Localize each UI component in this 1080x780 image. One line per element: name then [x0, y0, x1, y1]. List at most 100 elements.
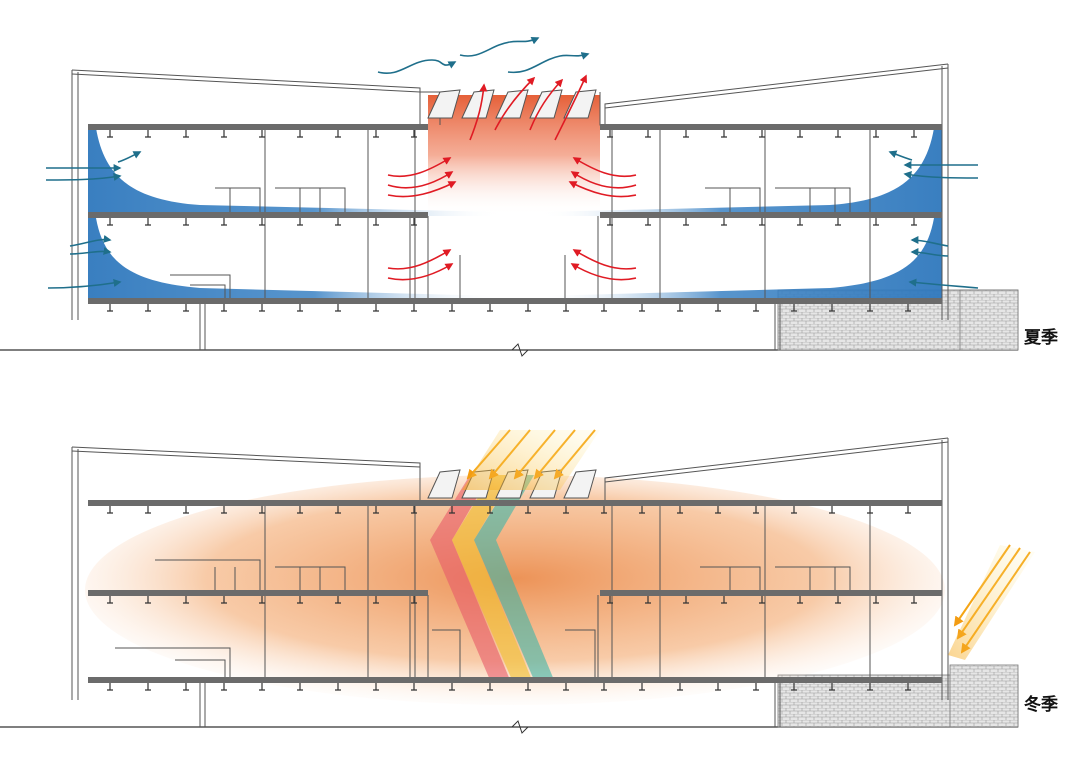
- beam-tick: [867, 683, 873, 691]
- beam-tick: [335, 218, 341, 226]
- beam-tick: [607, 130, 613, 138]
- beam-tick: [183, 596, 189, 604]
- beam-tick: [797, 130, 803, 138]
- beam-tick: [221, 506, 227, 514]
- beam-tick: [221, 596, 227, 604]
- refracted-light-band: [430, 475, 554, 680]
- beam-tick: [297, 506, 303, 514]
- beam-tick: [645, 130, 651, 138]
- beam-tick: [487, 304, 493, 312]
- beam-tick: [601, 683, 607, 691]
- beam-tick: [259, 304, 265, 312]
- beam-tick: [759, 596, 765, 604]
- beam-tick: [867, 304, 873, 312]
- cool-air-lower-left: [88, 218, 500, 301]
- beam-tick: [297, 304, 303, 312]
- beam-tick: [873, 218, 879, 226]
- beam-tick: [411, 130, 417, 138]
- beam-tick: [259, 506, 265, 514]
- beam-tick: [715, 683, 721, 691]
- beam-tick: [639, 683, 645, 691]
- beam-tick: [911, 596, 917, 604]
- beam-tick: [715, 304, 721, 312]
- beam-tick: [791, 304, 797, 312]
- beam-tick: [873, 596, 879, 604]
- break-symbol: [511, 720, 529, 734]
- beam-tick: [835, 130, 841, 138]
- cool-air-upper-left: [88, 128, 500, 216]
- beam-tick: [145, 683, 151, 691]
- break-symbol: [511, 343, 529, 357]
- beam-tick: [753, 683, 759, 691]
- beam-tick: [259, 683, 265, 691]
- beam-tick: [335, 596, 341, 604]
- beam-tick: [145, 218, 151, 226]
- cool-air-lower-right: [540, 218, 942, 301]
- beam-tick: [107, 130, 113, 138]
- beam-tick: [715, 506, 721, 514]
- beam-tick: [221, 683, 227, 691]
- beam-tick: [607, 218, 613, 226]
- beam-tick: [183, 506, 189, 514]
- beam-tick: [297, 683, 303, 691]
- beam-tick: [873, 130, 879, 138]
- beam-tick: [905, 304, 911, 312]
- beam-tick: [683, 218, 689, 226]
- beam-tick: [797, 218, 803, 226]
- beam-tick: [183, 130, 189, 138]
- beam-tick: [373, 218, 379, 226]
- beam-tick: [183, 683, 189, 691]
- sun-glow-side: [948, 545, 1035, 660]
- beam-tick: [563, 304, 569, 312]
- beam-tick: [829, 683, 835, 691]
- beam-tick: [677, 506, 683, 514]
- summer-label: 夏季: [1024, 327, 1058, 348]
- beam-tick: [373, 506, 379, 514]
- beam-tick: [145, 506, 151, 514]
- beam-tick: [911, 218, 917, 226]
- beam-tick: [259, 596, 265, 604]
- beam-tick: [607, 596, 613, 604]
- beam-tick: [335, 683, 341, 691]
- beam-tick: [411, 304, 417, 312]
- beam-tick: [867, 506, 873, 514]
- winter-section: 冬季: [0, 429, 1058, 734]
- beam-tick: [183, 304, 189, 312]
- beam-tick: [639, 304, 645, 312]
- beam-tick: [753, 304, 759, 312]
- beam-tick: [905, 506, 911, 514]
- beam-tick: [107, 683, 113, 691]
- beam-tick: [829, 506, 835, 514]
- beam-tick: [373, 304, 379, 312]
- beam-tick: [639, 506, 645, 514]
- beam-tick: [525, 304, 531, 312]
- beam-tick: [563, 506, 569, 514]
- beam-tick: [645, 596, 651, 604]
- floor-slabs-summer: [88, 124, 942, 304]
- beam-tick: [259, 130, 265, 138]
- summer-section: 夏季: [0, 37, 1058, 357]
- beam-tick: [297, 596, 303, 604]
- beam-tick: [487, 506, 493, 514]
- beam-tick: [449, 683, 455, 691]
- beam-tick: [297, 218, 303, 226]
- winter-label: 冬季: [1024, 694, 1058, 715]
- beam-tick: [721, 218, 727, 226]
- beam-tick: [721, 130, 727, 138]
- beam-tick: [797, 596, 803, 604]
- beam-tick: [373, 683, 379, 691]
- beam-tick: [835, 218, 841, 226]
- beam-tick: [145, 130, 151, 138]
- beam-tick: [335, 506, 341, 514]
- beam-tick: [829, 304, 835, 312]
- beam-tick: [449, 506, 455, 514]
- beam-tick: [645, 218, 651, 226]
- beam-tick: [107, 304, 113, 312]
- beam-tick: [411, 683, 417, 691]
- beam-tick: [905, 683, 911, 691]
- beam-tick: [183, 218, 189, 226]
- beam-tick: [791, 683, 797, 691]
- beam-tick: [335, 130, 341, 138]
- beam-tick: [449, 304, 455, 312]
